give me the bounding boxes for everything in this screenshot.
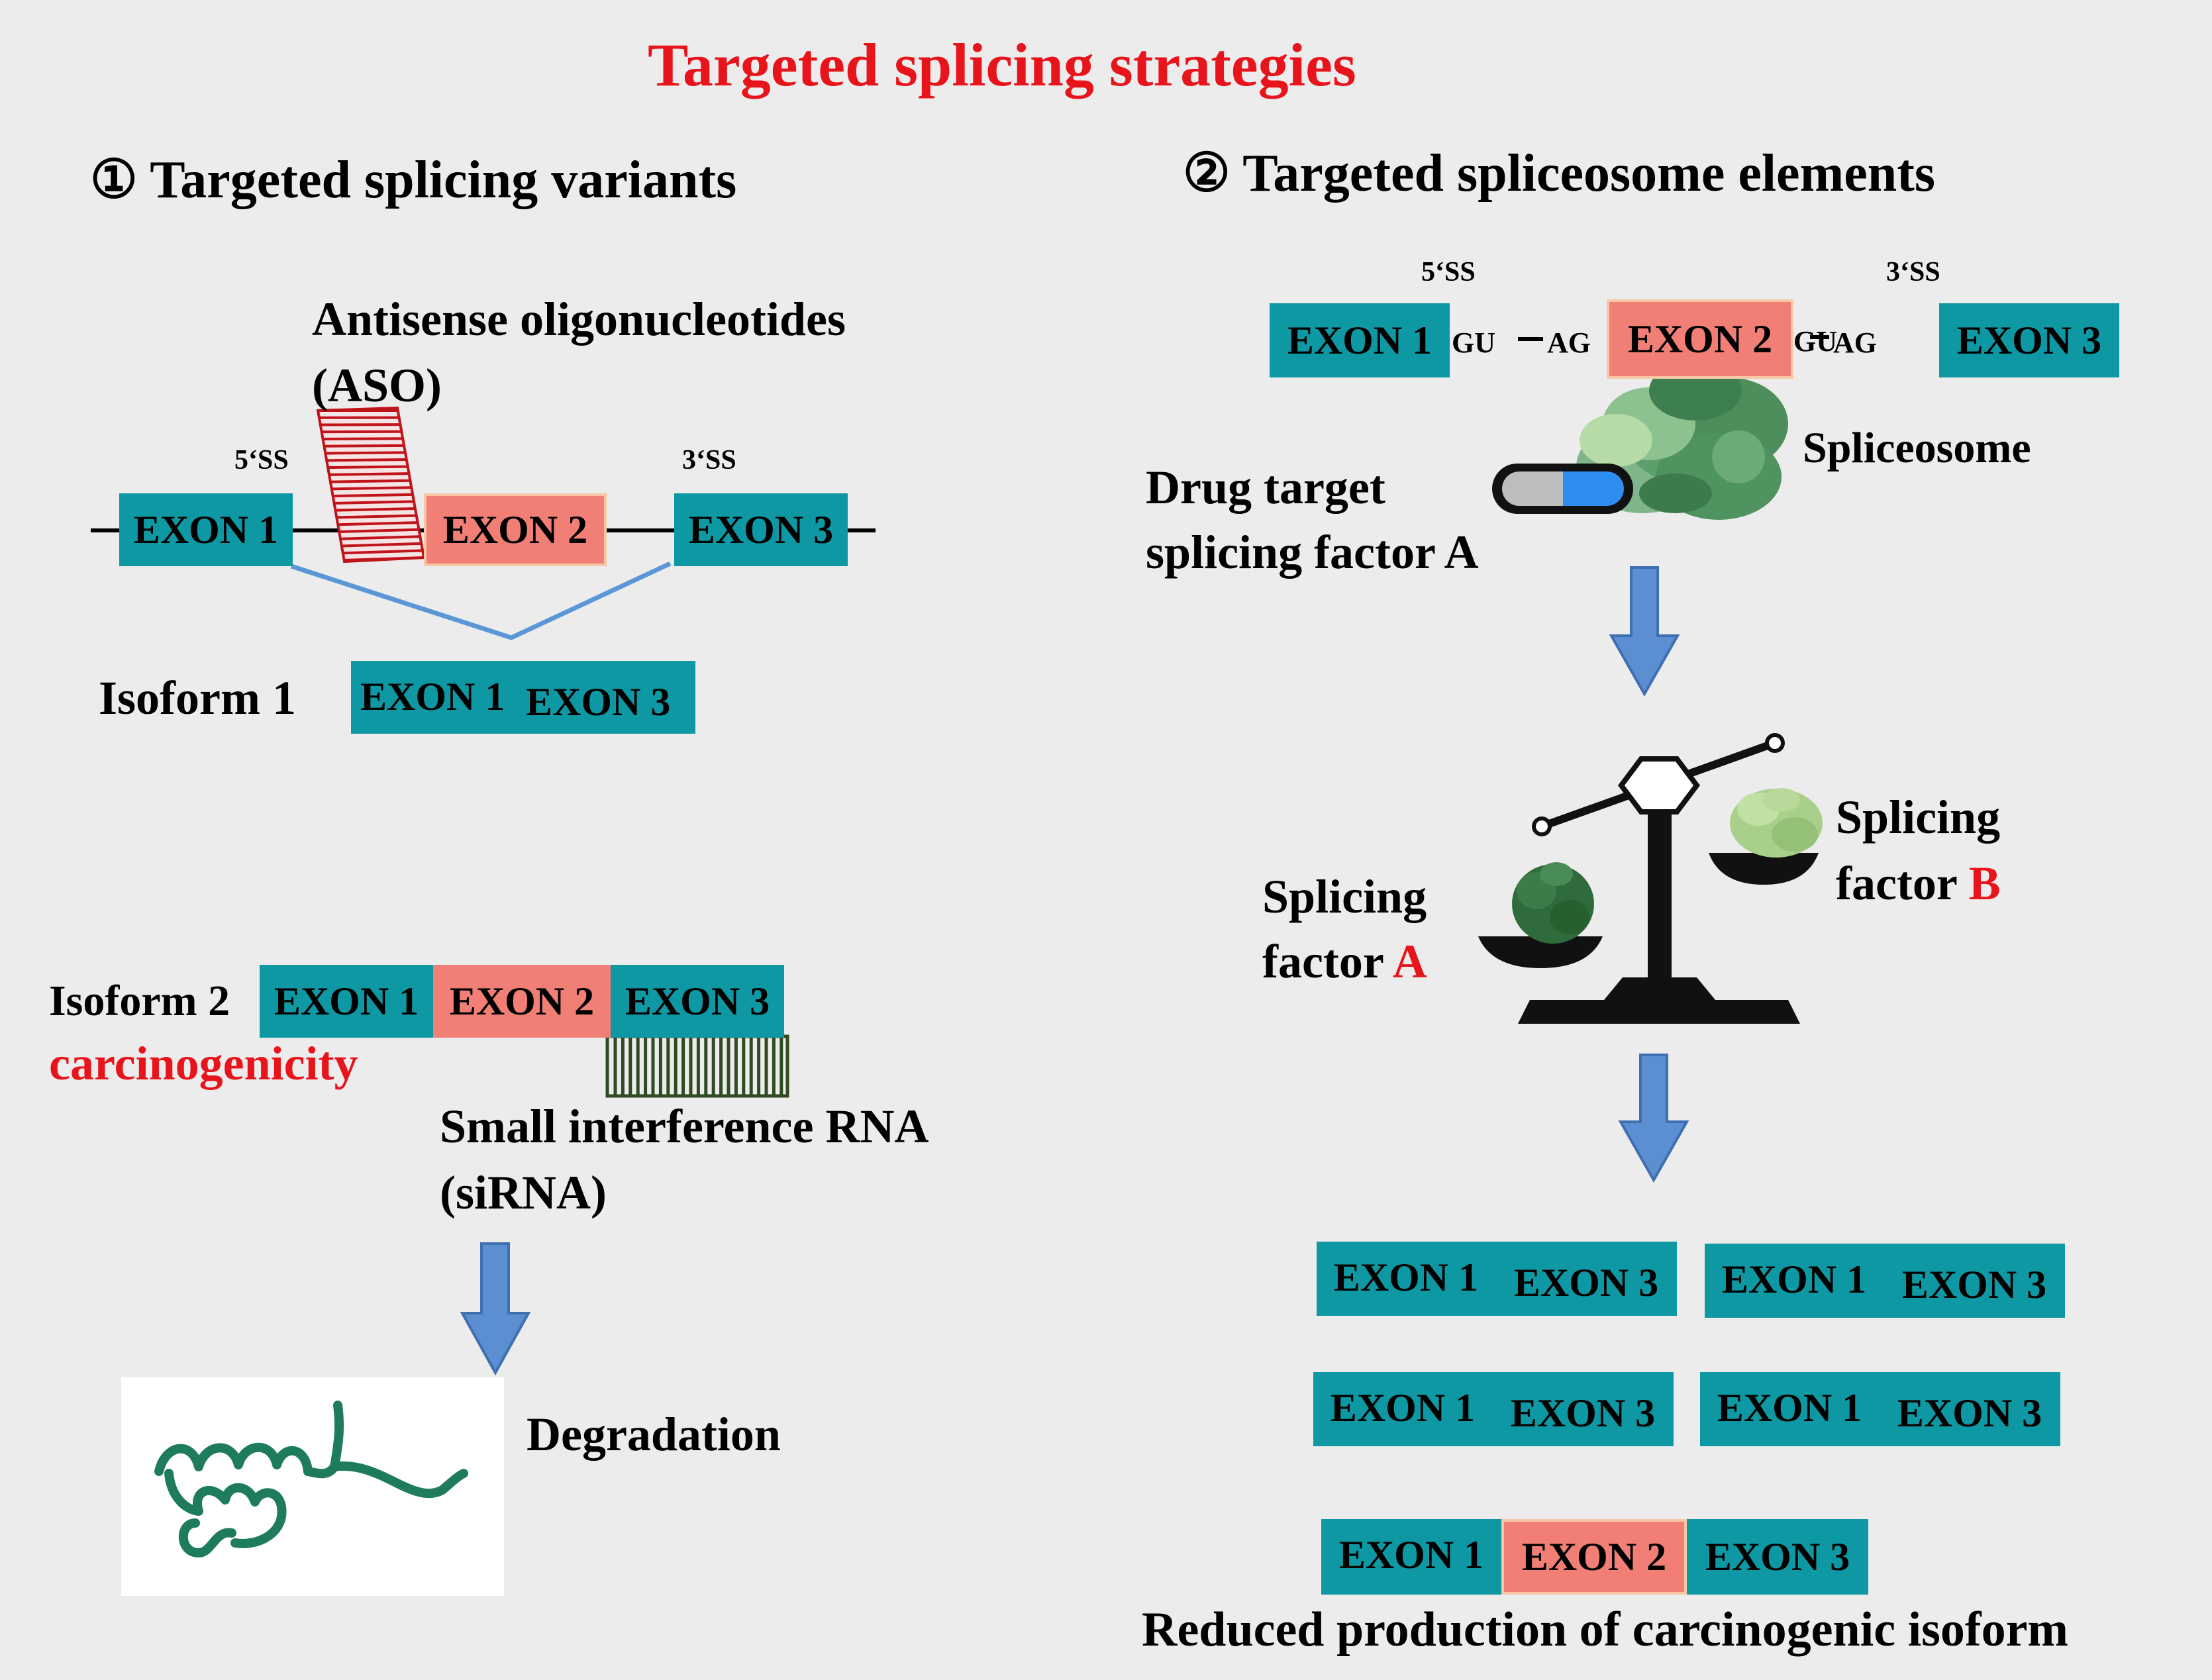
isoform-2-label: Isoform 2 <box>49 977 230 1025</box>
sirna-label: Small interference RNA <box>440 1100 929 1153</box>
aso-oligo <box>316 406 426 564</box>
sirna-label-abbrev: (siRNA) <box>440 1166 607 1219</box>
result-exon-3: EXON 3 <box>1879 1372 2060 1446</box>
splicing-factor-a-label: Splicing <box>1262 870 1427 923</box>
splicing-factor-b-label: Splicing <box>1836 791 2001 844</box>
splice-site-5: 5‘SS <box>234 445 289 475</box>
carcinogenicity-label: carcinogenicity <box>49 1037 358 1090</box>
spliceosome-label: Spliceosome <box>1803 424 2031 472</box>
protein-structure-image <box>121 1377 504 1596</box>
s2-exon-2: EXON 2 <box>1607 299 1793 379</box>
result-label: Reduced production of carcinogenic isofo… <box>1142 1603 2069 1657</box>
result-exon-1: EXON 1 <box>1317 1242 1495 1316</box>
gu-label: GU <box>1793 325 1837 358</box>
result-exon-1: EXON 1 <box>1705 1244 1884 1318</box>
splice-site-3-s2: 3‘SS <box>1886 257 1940 287</box>
splicing-factor-a-label-2: factor A <box>1262 938 1427 985</box>
arrow-down-icon <box>1609 566 1680 697</box>
isoform-2-exon-2: EXON 2 <box>433 965 611 1038</box>
splice-junction-line <box>290 561 672 640</box>
gu-label: GU <box>1452 326 1495 359</box>
arrow-down-icon <box>1618 1054 1689 1183</box>
isoform-2-exon-3: EXON 3 <box>611 965 784 1038</box>
capsule-drug-icon <box>1492 464 1633 514</box>
splice-site-5-s2: 5‘SS <box>1421 257 1476 287</box>
isoform-1-label: Isoform 1 <box>99 671 296 724</box>
factor-word: factor <box>1262 935 1383 988</box>
intron-dash <box>1518 335 1829 341</box>
result-carcinogenic-exon-2: EXON 2 <box>1501 1519 1687 1595</box>
figure-title: Targeted splicing strategies <box>648 31 1356 99</box>
result-exon-3: EXON 3 <box>1492 1372 1674 1446</box>
balance-scale-icon <box>1478 733 1819 1024</box>
result-carcinogenic-exon-1: EXON 1 <box>1321 1519 1501 1595</box>
splice-site-3: 3‘SS <box>682 445 736 475</box>
splicing-factor-b-label-2: factor B <box>1836 860 2001 907</box>
exon-2: EXON 2 <box>424 493 607 566</box>
factor-letter-b: B <box>1968 857 2001 910</box>
splicing-factor-b-icon <box>1730 788 1823 858</box>
result-carcinogenic-exon-3: EXON 3 <box>1687 1519 1868 1595</box>
exon-3: EXON 3 <box>674 493 848 566</box>
s2-exon-1: EXON 1 <box>1270 303 1450 377</box>
factor-letter-a: A <box>1392 935 1427 988</box>
result-exon-3: EXON 3 <box>1495 1242 1677 1316</box>
degradation-label: Degradation <box>527 1408 781 1461</box>
splicing-factor-a-icon <box>1512 862 1594 944</box>
result-exon-1: EXON 1 <box>1700 1372 1879 1446</box>
aso-label-abbrev: (ASO) <box>312 359 442 412</box>
result-exon-3: EXON 3 <box>1884 1244 2065 1318</box>
section2-heading: ② Targeted spliceosome elements <box>1183 144 1935 203</box>
factor-word: factor <box>1836 857 1957 910</box>
isoform-1-exon-3: EXON 3 <box>525 661 695 734</box>
drug-target-label: Drug target <box>1146 461 1385 514</box>
result-exon-1: EXON 1 <box>1313 1372 1492 1446</box>
ag-label: AG <box>1833 326 1877 359</box>
sirna-comb <box>605 1034 789 1098</box>
isoform-1-exon-1: EXON 1 <box>351 661 525 734</box>
isoform-2-exon-1: EXON 1 <box>260 965 433 1038</box>
arrow-down-icon <box>460 1242 531 1376</box>
aso-label: Antisense oligonucleotides <box>312 293 846 346</box>
exon-1: EXON 1 <box>119 493 293 566</box>
drug-target-label-2: splicing factor A <box>1146 526 1479 579</box>
s2-exon-3: EXON 3 <box>1939 303 2119 377</box>
section1-heading: ① Targeted splicing variants <box>90 151 737 209</box>
ag-label: AG <box>1547 326 1591 359</box>
